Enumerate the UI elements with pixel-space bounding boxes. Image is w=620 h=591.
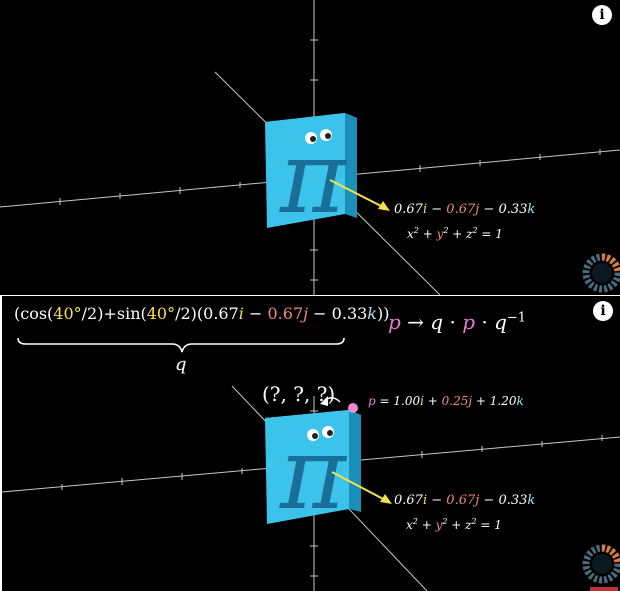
sphere-equation: x2 + y2 + z2 = 1 <box>407 226 503 241</box>
info-icon[interactable]: i <box>593 301 613 321</box>
vector-arrow <box>329 179 386 209</box>
loading-spinner-icon <box>582 544 620 584</box>
q-label: q <box>175 354 187 375</box>
pi-block: π <box>265 410 361 532</box>
x-axis-ticks <box>59 149 601 205</box>
scene-bottom: π (cos(40°/2)+sin(40°/2)(0.67i − 0.67j −… <box>2 296 620 591</box>
underbrace <box>17 337 345 353</box>
vector-arrowhead <box>378 201 390 211</box>
sphere-equation: x2 + y2 + z2 = 1 <box>406 517 502 532</box>
x-axis-ticks <box>61 435 603 490</box>
info-icon[interactable]: i <box>592 5 612 25</box>
unknown-point-label: (?, ?, ?) <box>262 382 336 406</box>
point-p <box>348 403 358 413</box>
rotation-formula: p → q · p · q−1 <box>388 310 527 334</box>
pi-block: π <box>265 113 357 236</box>
loading-spinner-icon <box>582 253 620 293</box>
quaternion-expression: (cos(40°/2)+sin(40°/2)(0.67i − 0.67j − 0… <box>14 304 390 323</box>
vector-arrowhead <box>380 494 392 504</box>
red-marker <box>590 587 618 591</box>
vector-arrow <box>331 471 388 502</box>
z-axis-ticks <box>310 410 318 577</box>
vector-label: 0.67i − 0.67j − 0.33k <box>394 493 536 508</box>
point-p-label: p = 1.00i + 0.25j + 1.20k <box>368 394 524 408</box>
scene-top-canvas: π <box>0 0 620 295</box>
vector-label: 0.67i − 0.67j − 0.33k <box>394 202 536 217</box>
scene-top: π 0.67i − 0.67j − 0.33k x2 + y2 + z2 = 1… <box>0 0 620 295</box>
scene-bottom-canvas: π <box>2 337 620 591</box>
